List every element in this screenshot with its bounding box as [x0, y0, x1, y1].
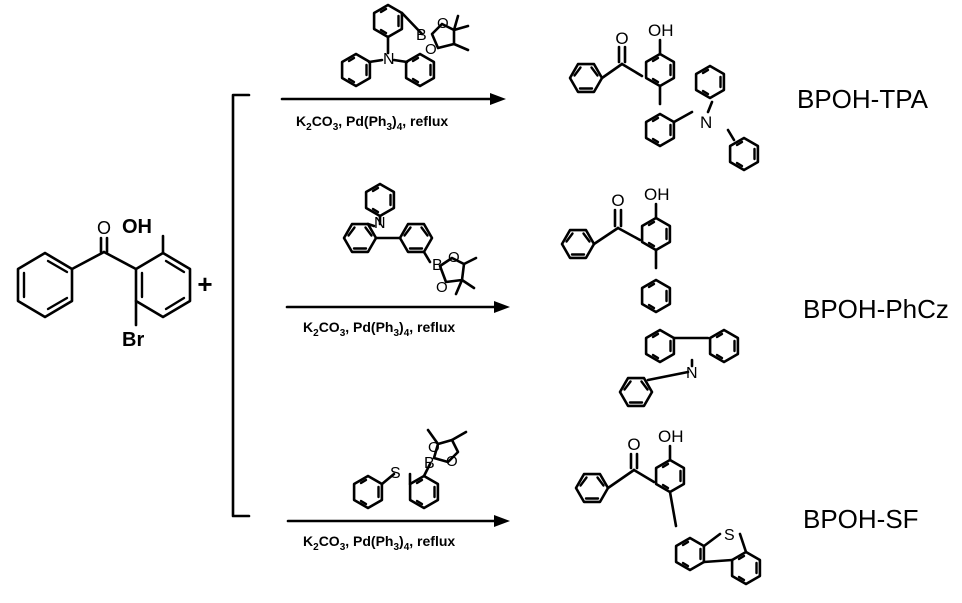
product-1-carbonyl-oxygen: O — [615, 29, 628, 48]
reagent-3-oxygen-b: O — [446, 453, 458, 470]
reagent-2-boron: B — [432, 257, 443, 274]
reagent-1-nitrogen: N — [383, 51, 395, 68]
product-1-name: BPOH-TPA — [797, 84, 929, 114]
reaction-1-arrowhead — [490, 93, 506, 105]
reagent-2-structure — [342, 182, 478, 296]
reagent-1-boron: B — [416, 27, 427, 44]
product-1-structure — [568, 38, 760, 172]
reaction-2-arrowhead — [494, 301, 510, 313]
product-3-structure — [574, 444, 762, 586]
reagent-2-oxygen-a: O — [448, 249, 460, 266]
product-3-name: BPOH-SF — [803, 504, 919, 534]
product-2-nitrogen: N — [686, 365, 698, 382]
reagent-1-structure — [340, 3, 470, 88]
reagent-2-nitrogen: N — [374, 215, 386, 232]
product-2-structure — [560, 202, 740, 408]
reagent-1-oxygen-b: O — [425, 41, 437, 58]
reagent-3-boron: B — [424, 455, 435, 472]
reagent-2-oxygen-b: O — [436, 279, 448, 296]
product-2-carbonyl-oxygen: O — [611, 191, 624, 210]
product-3-hydroxyl: OH — [658, 427, 684, 446]
branch-bracket — [231, 93, 251, 518]
product-1-hydroxyl: OH — [648, 21, 674, 40]
reagent-3-structure — [352, 428, 468, 510]
reagent-3-oxygen-a: O — [428, 439, 440, 456]
product-1-nitrogen: N — [700, 113, 712, 132]
product-3-sulfur: S — [724, 527, 735, 544]
sm-bromine-label: Br — [122, 329, 144, 351]
product-2-name: BPOH-PhCz — [803, 294, 949, 324]
reaction-2-conditions: K2CO3, Pd(Ph3)4, reflux — [303, 319, 455, 339]
starting-material-structure — [16, 234, 192, 327]
product-2-hydroxyl: OH — [644, 185, 670, 204]
reagent-3-sulfur: S — [390, 465, 401, 482]
reaction-3-arrowhead — [494, 515, 510, 527]
sm-carbonyl-oxygen: O — [97, 218, 111, 238]
plus-sign: + — [197, 269, 212, 299]
product-3-carbonyl-oxygen: O — [627, 435, 640, 454]
sm-hydroxyl-label: OH — [122, 216, 152, 238]
reaction-3-conditions: K2CO3, Pd(Ph3)4, reflux — [303, 533, 455, 553]
reaction-1-conditions: K2CO3, Pd(Ph3)4, reflux — [296, 113, 448, 133]
reagent-1-oxygen-a: O — [437, 15, 449, 32]
